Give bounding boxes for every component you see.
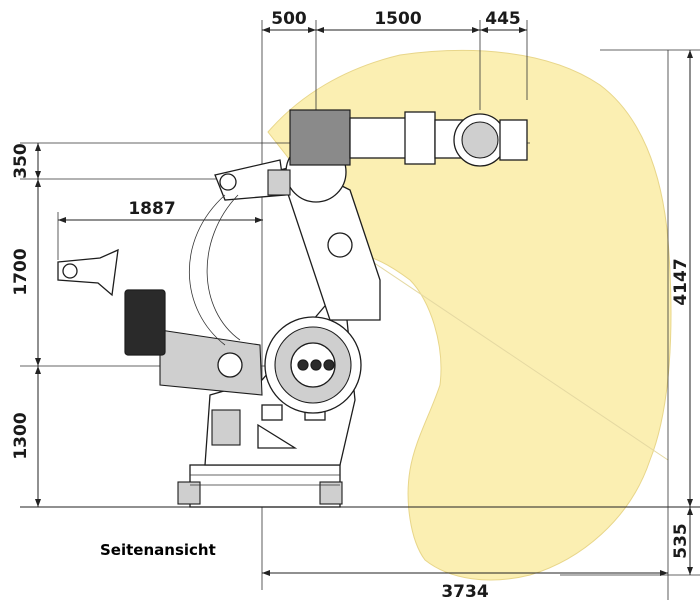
dim-left-upper: 350 (11, 143, 31, 179)
link-rod (188, 194, 226, 346)
gripper-pivot (62, 263, 78, 279)
counterweight-pivot (217, 352, 243, 378)
view-caption: Seitenansicht (100, 541, 216, 559)
wrist-inner (461, 121, 499, 159)
arrow (480, 27, 488, 33)
tool-flange (499, 119, 528, 161)
arrow (35, 179, 41, 187)
robot-illustration (57, 109, 528, 508)
bolt (323, 359, 335, 371)
axis3-motor (267, 169, 291, 196)
arrow (35, 358, 41, 366)
workspace-guide-line (339, 239, 669, 461)
arrow (58, 217, 66, 223)
arm-hole (327, 232, 353, 258)
robot-base (189, 464, 341, 508)
dim-top-middle: 1500 (374, 9, 421, 29)
dim-reach-horizontal: 1887 (128, 199, 175, 219)
dim-left-lower: 1300 (11, 412, 31, 459)
dim-top-right: 445 (485, 9, 521, 29)
dim-right-lower: 535 (671, 523, 691, 559)
arrow (35, 499, 41, 507)
column-plate (257, 423, 298, 449)
bolt (297, 359, 309, 371)
arrow (255, 217, 263, 223)
upper-arm-flange (404, 111, 436, 165)
dim-right-height: 4147 (671, 258, 691, 305)
link-pivot (219, 173, 237, 191)
bolt (310, 359, 322, 371)
gripper-outline (57, 248, 119, 297)
arrow (660, 570, 668, 576)
arrow (687, 50, 693, 58)
base-foot-left (177, 481, 201, 505)
base-foot-right (319, 481, 343, 505)
arrow (35, 171, 41, 179)
dim-left-middle: 1700 (11, 248, 31, 295)
workspace-envelope (267, 49, 672, 581)
arrow (35, 143, 41, 151)
arrow (519, 27, 527, 33)
arrow (687, 507, 693, 515)
dim-bottom-width: 3734 (441, 582, 488, 602)
upper-arm-base (289, 109, 351, 166)
counterweight-motor (124, 289, 166, 356)
arrow (316, 27, 324, 33)
counterweight (159, 329, 263, 396)
dim-top-left: 500 (271, 9, 307, 29)
arrow (262, 570, 270, 576)
arrow (687, 499, 693, 507)
connector (261, 404, 283, 421)
arrow (308, 27, 316, 33)
arrow (35, 366, 41, 374)
arrow (687, 567, 693, 575)
column-box (211, 409, 241, 446)
arrow (472, 27, 480, 33)
arrow (262, 27, 270, 33)
link-rod (206, 194, 241, 341)
